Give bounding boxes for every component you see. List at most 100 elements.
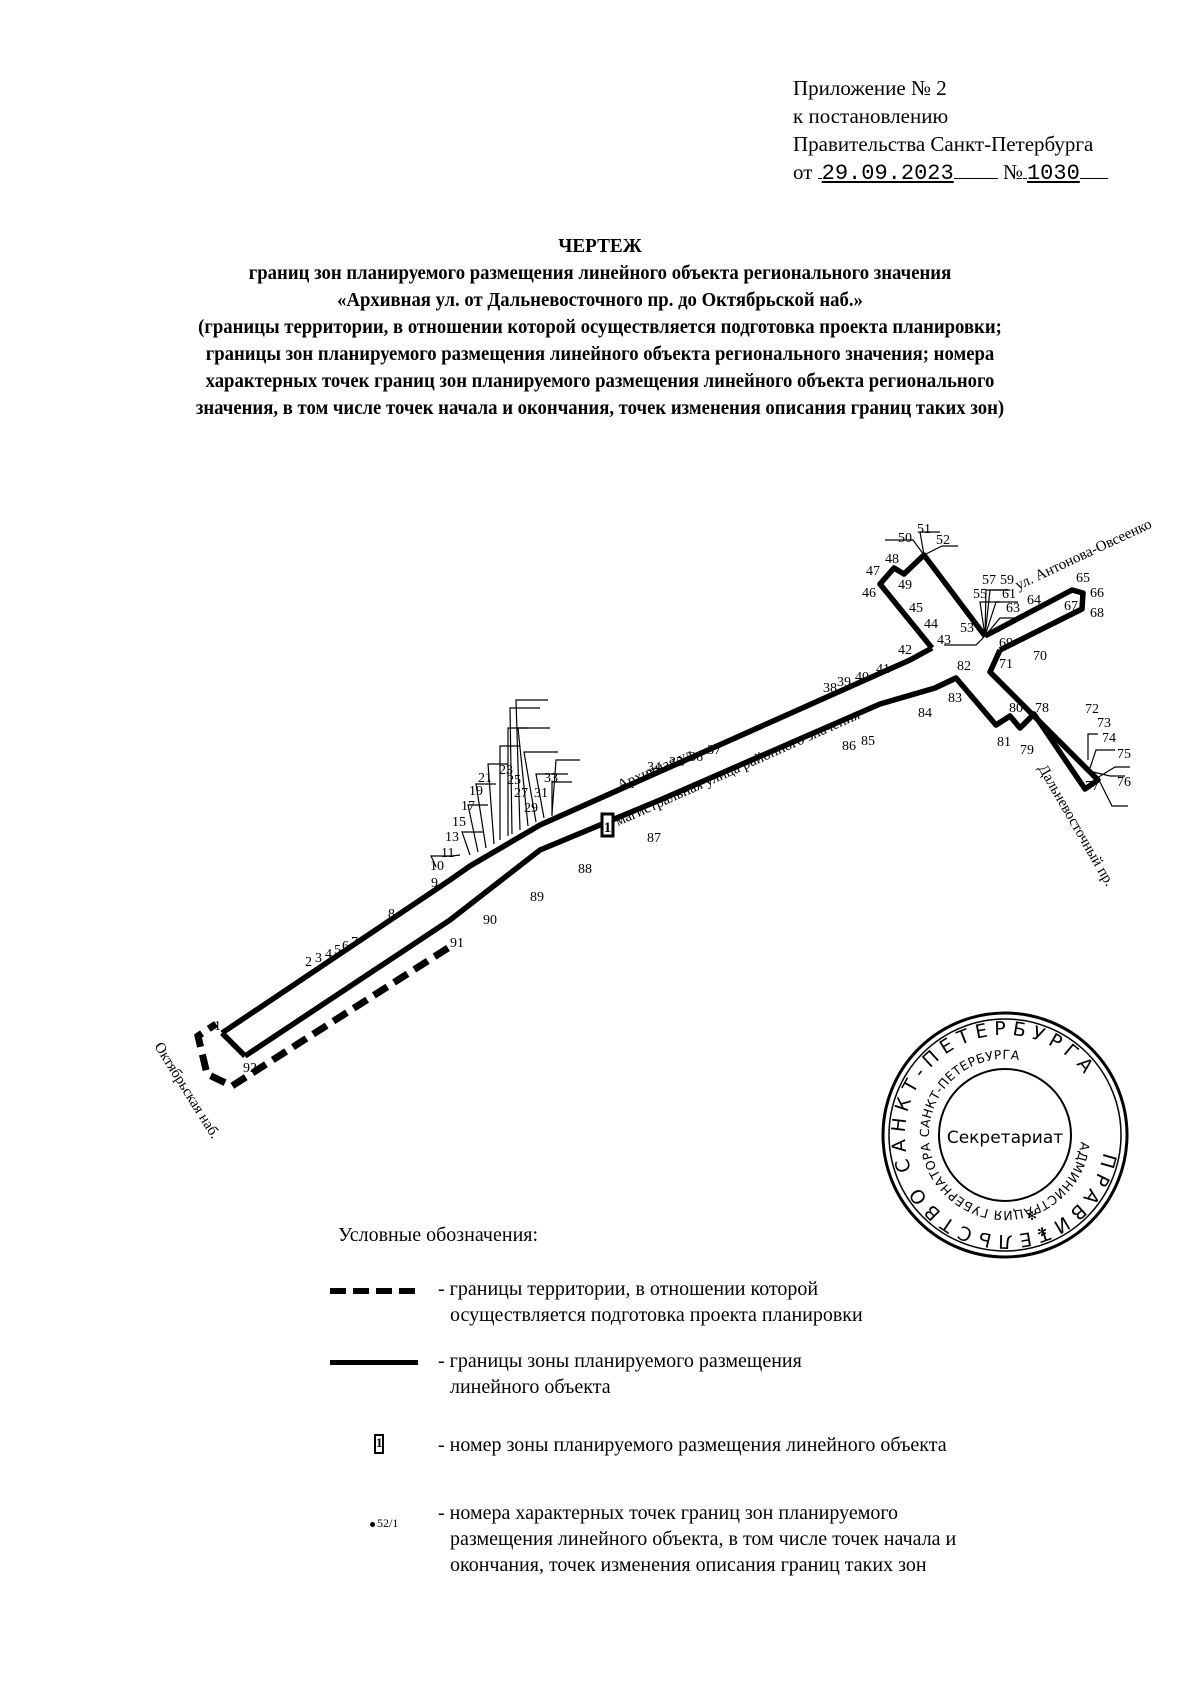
point-label: 92 [243,1061,257,1076]
point-label: 34 [647,760,661,775]
zone-number-label: 1 [604,820,612,836]
legend-item-zone-number: 1 - номер зоны планируемого размещения л… [338,1432,1098,1462]
point-label: 74 [1102,731,1116,746]
legend-item-text: размещения линейного объекта, в том числ… [450,1528,957,1550]
point-label: 8 [388,907,395,922]
leader-lines [430,531,1130,868]
point-label: 57 [982,573,996,588]
number-value: 1030 [1026,161,1080,186]
territory-boundary-dashed [194,945,450,1090]
point-label: 33 [544,771,558,786]
point-label: 66 [1090,586,1104,601]
point-label: 59 [1000,573,1014,588]
date-value: 29.09.2023 [821,161,954,186]
point-label: 42 [898,643,912,658]
point-label: 3 [315,951,322,966]
point-label: 76 [1117,775,1131,790]
stamp-center-text: Секретариат [947,1128,1063,1148]
point-label: 40 [855,670,869,685]
point-label: 73 [1097,716,1111,731]
point-label: 39 [837,675,851,690]
point-number-sample: 52/1 [377,1516,399,1530]
point-label: 72 [1085,702,1099,717]
point-label: 37 [707,743,721,758]
point-label: 79 [1020,743,1034,758]
point-label: 13 [445,830,459,845]
point-label: 89 [530,890,544,905]
legend-item-territory-boundary: - границы территории, в отношении которо… [330,1276,1098,1336]
point-label: 55 [973,587,987,602]
point-label: 87 [647,831,661,846]
point-label: 53 [960,621,974,636]
point-label: 27 [514,786,528,801]
point-label: 6 [342,939,349,954]
appendix-title: Приложение № 2 [793,76,947,100]
point-label: 19 [469,784,483,799]
title-line-1: границ зон планируемого размещения линей… [248,263,952,284]
point-label: 43 [937,633,951,648]
point-label: 45 [909,601,923,616]
point-label: 83 [948,691,962,706]
stamp-star-icon: ✻ [1027,1209,1037,1223]
title-line-2: «Архивная ул. от Дальневосточного пр. до… [337,290,863,311]
point-label: 4 [325,947,332,962]
point-label: 44 [924,617,938,632]
point-label: 48 [885,552,899,567]
legend-item-text: - номер зоны планируемого размещения лин… [438,1434,947,1456]
point-label: 9 [431,876,438,891]
point-label: 29 [524,801,538,816]
point-label: 1 [214,1019,221,1034]
point-label: 63 [1006,601,1020,616]
point-label: 65 [1076,571,1090,586]
point-label: 70 [1033,649,1047,664]
legend-item-zone-boundary: - границы зоны планируемого размещения л… [330,1348,1098,1408]
point-label: 31 [534,786,548,801]
official-stamp: ПРАВИТЕЛЬСТВО САНКТ-ПЕТЕРБУРГА АДМИНИСТР… [869,999,1141,1271]
number-prefix: № [1002,160,1023,184]
point-label: 80 [1009,701,1023,716]
legend-item-text: окончания, точек изменения описания гран… [450,1554,927,1576]
point-label: 69 [999,636,1013,651]
point-label: 38 [823,681,837,696]
point-label: 82 [957,659,971,674]
appendix-government: Правительства Санкт-Петербурга [793,132,1094,156]
title-line-5: характерных точек границ зон планируемог… [205,371,995,392]
point-labels: 1 2 3 4 5 6 7 8 9 10 11 13 15 17 19 21 2… [214,522,1131,1076]
legend-title: Условные обозначения: [338,1224,539,1246]
point-label: 35 [669,755,683,770]
point-label: 47 [866,564,880,579]
point-label: 50 [898,531,912,546]
legend-item-text: - границы территории, в отношении которо… [438,1278,819,1300]
point-label: 49 [898,578,912,593]
point-label: 91 [450,936,464,951]
title-line-4: границы зон планируемого размещения лине… [205,344,995,365]
point-label: 46 [862,586,876,601]
legend-item-text: линейного объекта [450,1376,611,1398]
title-heading: ЧЕРТЕЖ [558,235,642,257]
date-prefix: от [793,160,813,184]
point-label: 21 [478,771,492,786]
street-label-oktyabrskaya: Октябрьская наб. [151,1040,223,1142]
point-label: 10 [430,859,444,874]
point-label: 88 [578,862,592,877]
point-label: 90 [483,913,497,928]
stamp-star-icon: ✻ [1037,1225,1047,1239]
point-label: 84 [918,706,932,721]
street-label-dalnevostochny: Дальневосточный пр. [1035,762,1118,889]
point-label: 23 [499,763,513,778]
point-label: 51 [917,522,931,537]
zone-number-icon: 1 [374,1434,384,1454]
point-label: 86 [842,739,856,754]
point-label: 75 [1117,747,1131,762]
point-label: 25 [507,773,521,788]
point-label: 85 [861,734,875,749]
point-label: 7 [351,935,358,950]
point-label: 64 [1027,593,1041,608]
title-line-6: значения, в том числе точек начала и око… [195,398,1005,419]
point-label: 5 [334,943,341,958]
legend-item-point-numbers: 52/1 - номера характерных точек границ з… [338,1500,1098,1590]
legend-item-text: осуществляется подготовка проекта планир… [450,1304,863,1326]
title-line-3: (границы территории, в отношении которой… [198,317,1002,338]
